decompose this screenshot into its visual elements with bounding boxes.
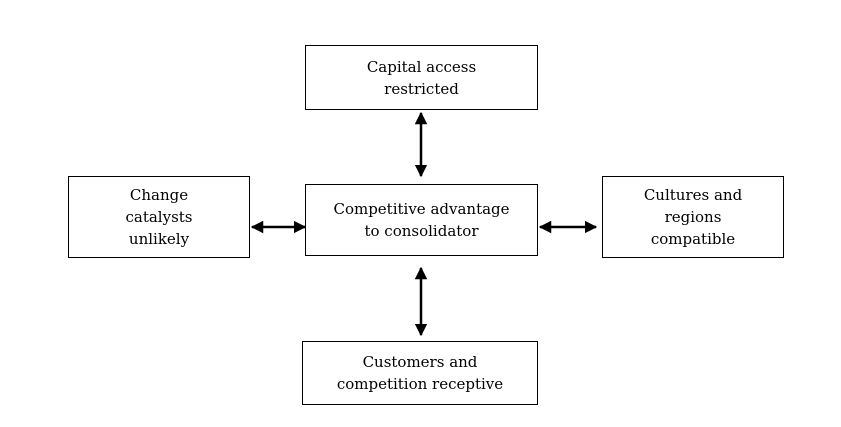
node-customers-competition-label: Customers and competition receptive bbox=[336, 353, 504, 393]
node-competitive-advantage: Competitive advantage to consolidator bbox=[305, 184, 538, 256]
node-competitive-advantage-label: Competitive advantage to consolidator bbox=[333, 200, 510, 240]
node-cultures-regions: Cultures and regions compatible bbox=[602, 176, 784, 258]
node-change-catalysts-label: Change catalysts unlikely bbox=[125, 186, 193, 248]
node-change-catalysts: Change catalysts unlikely bbox=[68, 176, 250, 258]
node-customers-competition: Customers and competition receptive bbox=[302, 341, 538, 405]
node-capital-access: Capital access restricted bbox=[305, 45, 538, 110]
node-cultures-regions-label: Cultures and regions compatible bbox=[643, 186, 743, 248]
node-capital-access-label: Capital access restricted bbox=[366, 57, 477, 98]
